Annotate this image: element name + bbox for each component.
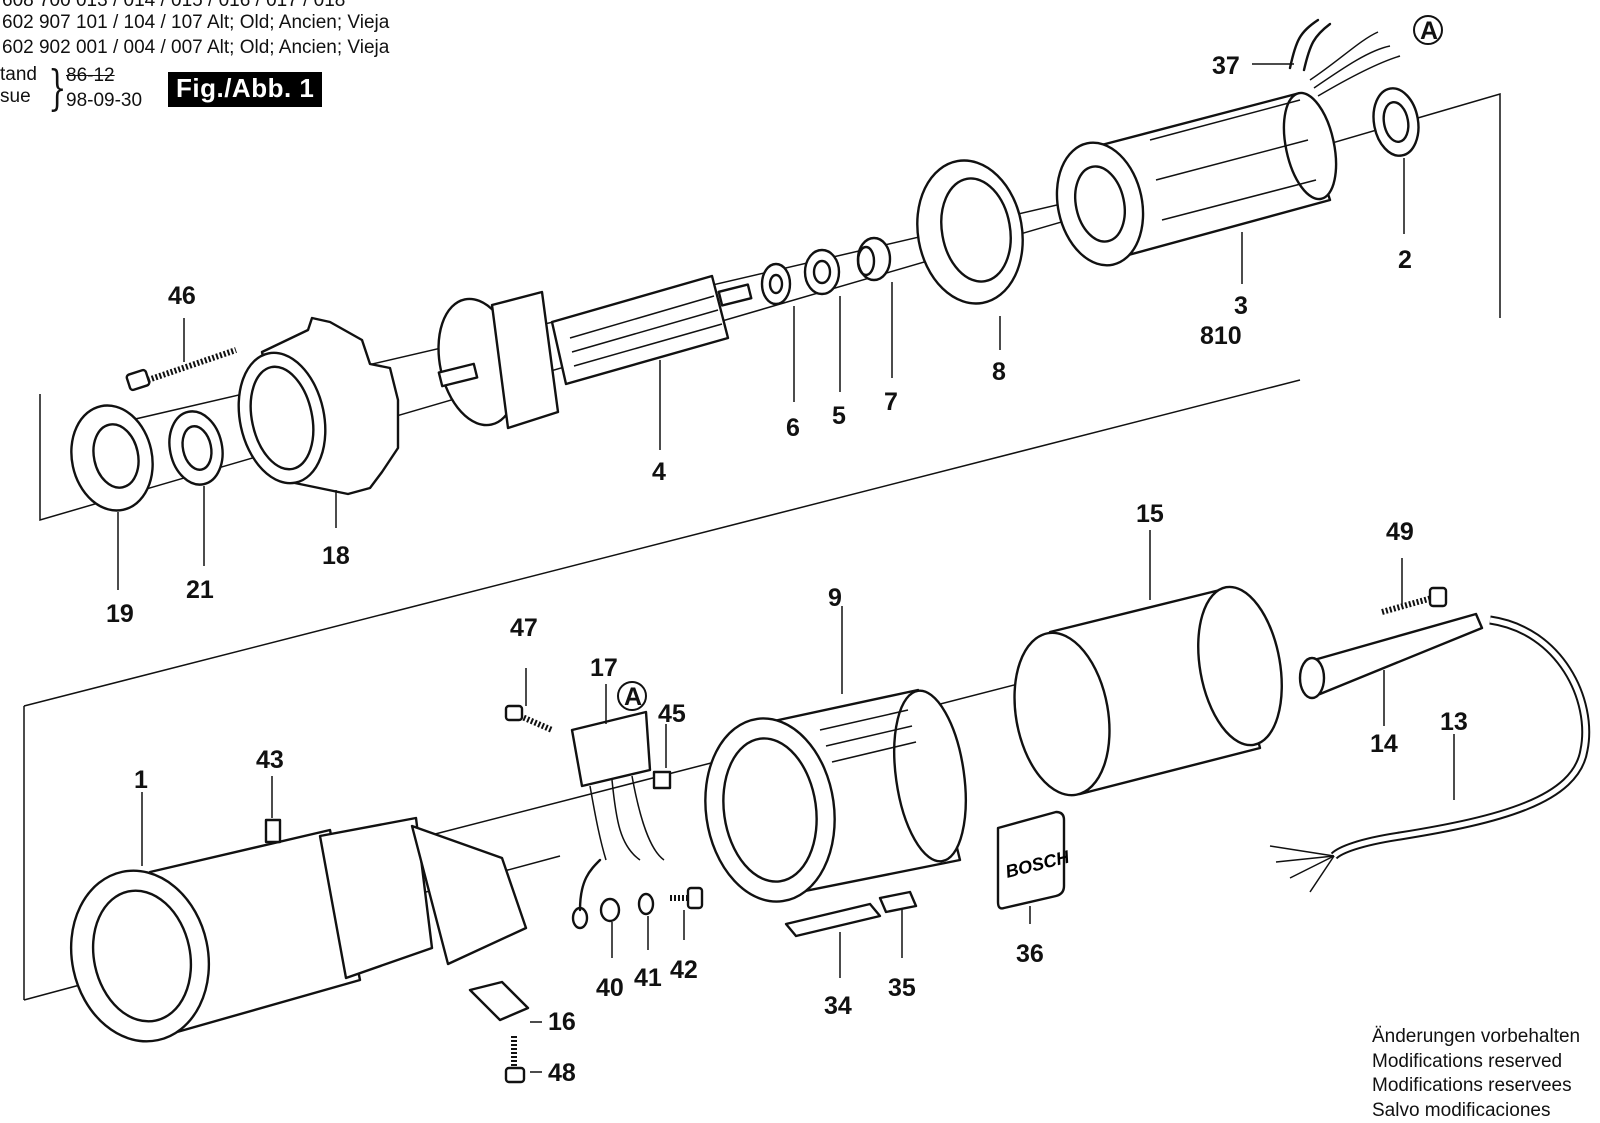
part-37-wire-sleeve <box>1290 20 1400 96</box>
part-18-bearing-housing <box>227 318 398 494</box>
callout-810: 810 <box>1200 322 1242 350</box>
note-de: Änderungen vorbehalten <box>1372 1025 1580 1050</box>
callout-5: 5 <box>832 402 846 430</box>
callout-45: 45 <box>658 700 686 728</box>
callout-36: 36 <box>1016 940 1044 968</box>
note-es: Salvo modificaciones <box>1372 1099 1580 1123</box>
callout-40: 40 <box>596 974 624 1002</box>
callout-21: 21 <box>186 576 214 604</box>
part-41-washer <box>639 894 653 914</box>
note-en: Modifications reserved <box>1372 1050 1580 1075</box>
part-21-bearing <box>163 406 229 489</box>
callout-15: 15 <box>1136 500 1164 528</box>
callout-13: 13 <box>1440 708 1468 736</box>
callout-48: 48 <box>548 1059 576 1087</box>
callout-1: 1 <box>134 766 148 794</box>
part-47-screw <box>506 706 552 730</box>
callout-43: 43 <box>256 746 284 774</box>
callout-35: 35 <box>888 974 916 1002</box>
callout-19: 19 <box>106 600 134 628</box>
part-48-screw <box>506 1036 524 1082</box>
callout-9: 9 <box>828 584 842 612</box>
part-3-field-stator <box>1046 88 1345 273</box>
part-34-rating-plate <box>786 904 880 936</box>
part-16-cord-clamp <box>470 982 528 1020</box>
marker-a-lower-text: A <box>624 683 642 711</box>
callout-7: 7 <box>884 388 898 416</box>
part-42-screw <box>670 888 702 908</box>
part-5-bearing <box>805 250 839 294</box>
part-14-cord-guard <box>1300 614 1482 698</box>
callout-42: 42 <box>670 956 698 984</box>
modification-notes: Änderungen vorbehalten Modifications res… <box>1372 1025 1580 1123</box>
callout-6: 6 <box>786 414 800 442</box>
callout-41: 41 <box>634 964 662 992</box>
marker-a-top-text: A <box>1420 17 1438 45</box>
callout-17: 17 <box>590 654 618 682</box>
part-15-cover <box>1002 580 1293 802</box>
callout-46: 46 <box>168 282 196 310</box>
part-1-motor-housing <box>56 818 526 1054</box>
part-2-ring <box>1368 85 1423 160</box>
part-46-screw <box>126 350 236 391</box>
callout-2: 2 <box>1398 246 1412 274</box>
part-7-sleeve <box>858 238 890 280</box>
callout-37: 37 <box>1212 52 1240 80</box>
callout-49: 49 <box>1386 518 1414 546</box>
part-9-housing <box>694 686 976 910</box>
part-6-washer <box>762 264 790 304</box>
callout-16: 16 <box>548 1008 576 1036</box>
callout-8: 8 <box>992 358 1006 386</box>
callout-14: 14 <box>1370 730 1398 758</box>
part-4-armature <box>428 276 752 433</box>
callout-47: 47 <box>510 614 538 642</box>
part-36-brand-plate: BOSCH <box>998 812 1072 908</box>
part-40-washer <box>601 899 619 921</box>
marker-a-top: A <box>1414 16 1442 45</box>
part-43-plug <box>266 820 280 842</box>
callout-18: 18 <box>322 542 350 570</box>
marker-a-lower: A <box>618 682 646 711</box>
part-45-nut <box>654 772 670 788</box>
note-fr: Modifications reservees <box>1372 1074 1580 1099</box>
callout-3: 3 <box>1234 292 1248 320</box>
part-49-screw <box>1382 588 1446 612</box>
callout-34: 34 <box>824 992 852 1020</box>
part-35-label <box>880 892 916 912</box>
part-8-baffle <box>906 152 1033 312</box>
callout-4: 4 <box>652 458 666 486</box>
